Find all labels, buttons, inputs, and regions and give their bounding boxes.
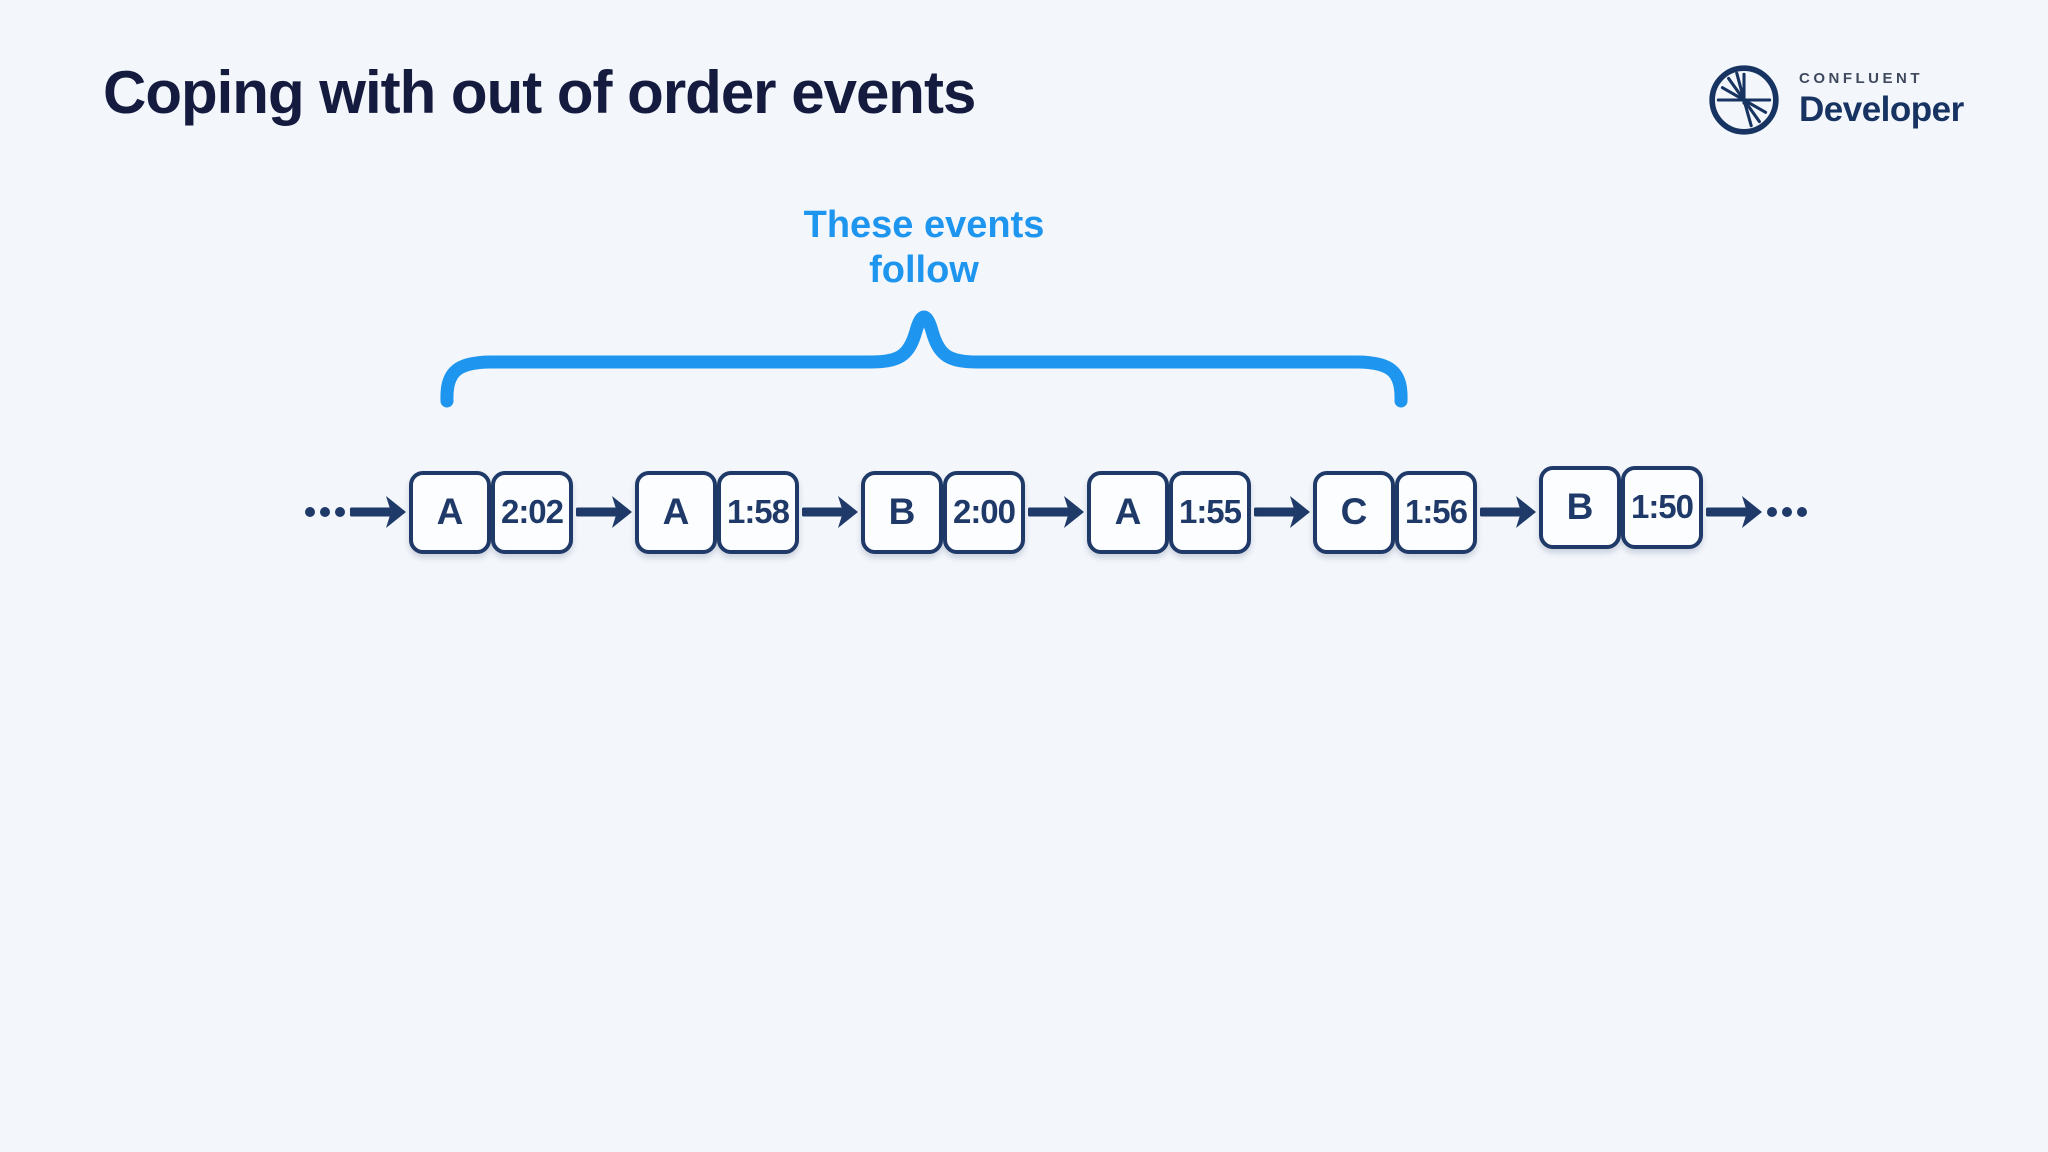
annotation-line-2: follow	[869, 249, 979, 291]
event-key-box: A	[1087, 470, 1169, 554]
event-time-box: 1:50	[1621, 465, 1703, 549]
event-time-box: 1:55	[1169, 470, 1251, 554]
event-key-box: C	[1313, 470, 1395, 554]
event-key-box: B	[1539, 465, 1621, 549]
flow-arrow-icon	[802, 496, 858, 528]
slide-title: Coping with out of order events	[103, 59, 976, 126]
flow-arrow-icon	[1028, 496, 1084, 528]
flow-arrow-icon	[576, 496, 632, 528]
event-time-box: 1:58	[717, 470, 799, 554]
event-time-box: 2:02	[491, 470, 573, 554]
leading-ellipsis	[305, 507, 345, 517]
ellipsis-dot	[320, 507, 330, 517]
flow-arrow-icon	[1480, 496, 1536, 528]
trailing-ellipsis	[1767, 507, 1807, 517]
logo-brand-text: CONFLUENT	[1799, 70, 1923, 87]
confluent-developer-logo: CONFLUENT Developer	[1706, 62, 1964, 138]
ellipsis-dot	[335, 507, 345, 517]
ellipsis-dot	[305, 507, 315, 517]
annotation-brace-icon	[440, 310, 1408, 408]
flow-arrow-icon	[350, 496, 406, 528]
annotation-line-1: These events	[803, 204, 1045, 246]
flow-arrow-icon	[1254, 496, 1310, 528]
ellipsis-dot	[1782, 507, 1792, 517]
flow-arrow-icon	[1706, 496, 1762, 528]
ellipsis-dot	[1767, 507, 1777, 517]
event-key-box: B	[861, 470, 943, 554]
logo-product-text: Developer	[1799, 90, 1964, 129]
event-key-box: A	[409, 470, 491, 554]
logo-text: CONFLUENT Developer	[1799, 70, 1964, 130]
event-time-box: 2:00	[943, 470, 1025, 554]
event-key-box: A	[635, 470, 717, 554]
ellipsis-dot	[1797, 507, 1807, 517]
annotation-label: These events follow	[804, 203, 1045, 293]
confluent-starburst-icon	[1709, 65, 1779, 135]
event-time-box: 1:56	[1395, 470, 1477, 554]
